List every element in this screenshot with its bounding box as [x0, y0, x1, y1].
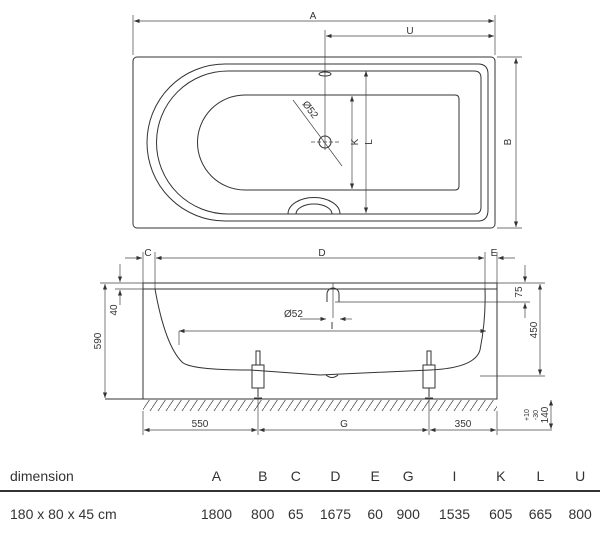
label-a: A: [310, 11, 317, 22]
cell-i: 1535: [438, 506, 471, 522]
label-e: E: [491, 248, 498, 259]
label-350: 350: [455, 419, 472, 430]
header-a: A: [190, 462, 243, 492]
tub-rim-inner: [156, 70, 482, 215]
side-view: C D E Ø52 I: [93, 248, 554, 435]
label-l: L: [364, 139, 375, 145]
header-u: U: [560, 462, 600, 492]
drain-diameter-line: [292, 99, 343, 167]
label-u: U: [406, 26, 413, 37]
label-tol-plus: +10: [524, 409, 531, 421]
label-g: G: [340, 419, 348, 430]
label-b: B: [503, 138, 514, 145]
label-tol-minus: -30: [533, 410, 540, 420]
label-40: 40: [109, 304, 120, 316]
label-140: 140: [540, 406, 551, 423]
tub-rim-outer: [146, 63, 489, 222]
label-k: K: [350, 138, 361, 145]
floor-hatching: [143, 400, 497, 411]
leg-right: [422, 350, 436, 399]
label-drain-top: Ø52: [300, 99, 320, 121]
label-d: D: [318, 248, 325, 259]
leg-left: [251, 350, 265, 399]
label-590: 590: [93, 332, 104, 349]
label-550: 550: [192, 419, 209, 430]
cell-c: 65: [288, 506, 304, 522]
cell-u: 800: [568, 506, 592, 522]
label-c: C: [144, 248, 151, 259]
bathtub-technical-drawing: A U Ø52 K L B C D E: [93, 11, 554, 435]
label-75: 75: [514, 286, 525, 298]
header-dimension: dimension: [0, 462, 190, 492]
header-l: L: [520, 462, 561, 492]
cell-d: 1675: [319, 506, 352, 522]
dimension-table: dimension A B C D E G I K L U 180 x 80 x…: [0, 462, 600, 522]
cell-k: 605: [489, 506, 513, 522]
header-e: E: [361, 462, 389, 492]
cell-model: 180 x 80 x 45 cm: [10, 506, 117, 522]
tub-rim-side: [142, 282, 498, 290]
header-i: I: [428, 462, 481, 492]
tub-outline-top: [132, 56, 496, 229]
tub-apron: [142, 282, 498, 400]
overflow-side-icon: [326, 287, 340, 302]
header-b: B: [242, 462, 283, 492]
cell-a: 1800: [200, 506, 233, 522]
header-d: D: [309, 462, 362, 492]
cell-g: 900: [396, 506, 420, 522]
table-header-row: dimension A B C D E G I K L U: [0, 462, 600, 492]
label-450: 450: [529, 321, 540, 338]
cell-b: 800: [251, 506, 275, 522]
cell-l: 665: [528, 506, 553, 522]
tub-body-profile: [154, 288, 486, 376]
tub-basin: [197, 94, 460, 191]
table-row: 180 x 80 x 45 cm 1800 800 65 1675 60 900…: [0, 491, 600, 522]
cell-e: 60: [367, 506, 383, 522]
header-k: K: [480, 462, 521, 492]
armrest-recess: [287, 196, 341, 215]
top-view: A U Ø52 K L B: [132, 11, 522, 229]
header-g: G: [388, 462, 429, 492]
header-c: C: [282, 462, 310, 492]
overflow-icon: [318, 71, 332, 77]
label-i: I: [331, 321, 334, 332]
label-drain-side: Ø52: [284, 309, 303, 320]
